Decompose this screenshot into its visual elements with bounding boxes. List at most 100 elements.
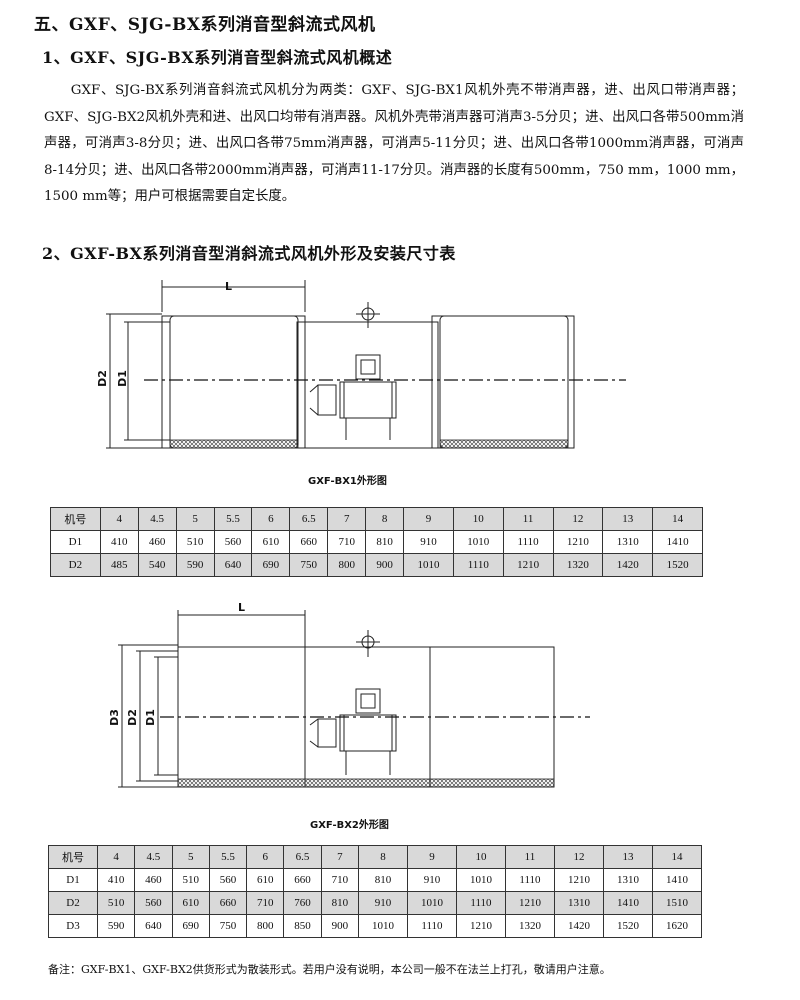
table-cell: 710	[327, 530, 367, 554]
table-cell: 910	[403, 530, 454, 554]
table-cell: 5.5	[213, 507, 253, 531]
row-header-cell: D2	[50, 553, 101, 577]
table-cell: 6	[246, 845, 285, 869]
table-cell: 810	[320, 891, 359, 915]
table-cell: 13	[602, 845, 653, 869]
fig2-d3-label: D3	[107, 709, 121, 726]
table-cell: 1110	[406, 914, 457, 938]
table-cell: 800	[327, 553, 367, 577]
table-cell: 850	[283, 914, 322, 938]
table-cell: 1320	[504, 914, 555, 938]
fig1-length-label: L	[225, 280, 233, 293]
row-header-cell: D1	[48, 868, 98, 892]
table-cell: 510	[171, 868, 210, 892]
footnote: 备注：GXF-BX1、GXF-BX2供货形式为散装形式。若用户没有说明，本公司一…	[48, 963, 611, 976]
table-cell: 1410	[602, 891, 653, 915]
table-cell: 6.5	[289, 507, 329, 531]
table-cell: 7	[320, 845, 359, 869]
table-cell: 460	[137, 530, 177, 554]
table-cell: 810	[365, 530, 405, 554]
table-cell: 510	[96, 891, 136, 915]
table-cell: 1310	[602, 530, 654, 554]
table-cell: 1010	[406, 891, 457, 915]
table-cell: 510	[175, 530, 215, 554]
table-cell: 8	[365, 507, 405, 531]
table-cell: 1210	[502, 553, 554, 577]
overview-paragraph: GXF、SJG-BX系列消音斜流式风机分为两类：GXF、SJG-BX1风机外壳不…	[44, 78, 744, 211]
table-cell: 710	[320, 868, 359, 892]
row-header-cell: D2	[48, 891, 98, 915]
table-cell: 1210	[552, 530, 604, 554]
table-cell: 590	[175, 553, 215, 577]
gxf-bx2-drawing	[118, 610, 590, 788]
heading-overview: 1、GXF、SJG-BX系列消音型斜流式风机概述	[42, 48, 393, 67]
table-cell: 10	[452, 507, 504, 531]
table-cell: 810	[357, 868, 408, 892]
fig2-d2-label: D2	[125, 709, 139, 726]
table-cell: 410	[99, 530, 139, 554]
table-cell: 9	[406, 845, 457, 869]
table-cell: 1310	[602, 868, 653, 892]
table-cell: 610	[246, 868, 285, 892]
table-cell: 1210	[504, 891, 555, 915]
table-cell: 11	[502, 507, 554, 531]
table-cell: 900	[320, 914, 359, 938]
table-cell: 1010	[455, 868, 506, 892]
table-cell: 910	[357, 891, 408, 915]
table-cell: 1410	[652, 530, 703, 554]
table-cell: 6.5	[283, 845, 322, 869]
table-cell: 4.5	[137, 507, 177, 531]
table-cell: 4	[99, 507, 139, 531]
table-cell: 1110	[502, 530, 554, 554]
table-cell: 1620	[651, 914, 703, 938]
table-cell: 5.5	[208, 845, 248, 869]
table-cell: 5	[175, 507, 215, 531]
table-cell: 12	[552, 507, 604, 531]
table-cell: 1320	[552, 553, 604, 577]
table-cell: 610	[251, 530, 291, 554]
table-cell: 4.5	[134, 845, 173, 869]
row-header-cell: 机号	[50, 507, 101, 531]
overview-text: GXF、SJG-BX系列消音斜流式风机分为两类：GXF、SJG-BX1风机外壳不…	[44, 83, 744, 205]
table-cell: 1410	[651, 868, 703, 892]
table-cell: 750	[289, 553, 329, 577]
table-cell: 11	[504, 845, 555, 869]
table-cell: 800	[246, 914, 285, 938]
table-cell: 12	[553, 845, 604, 869]
table-cell: 560	[208, 868, 248, 892]
table-cell: 10	[455, 845, 506, 869]
table-cell: 710	[246, 891, 285, 915]
table-cell: 8	[357, 845, 408, 869]
table-cell: 1010	[403, 553, 454, 577]
table-cell: 750	[208, 914, 248, 938]
table-cell: 1110	[455, 891, 506, 915]
table-cell: 1520	[652, 553, 703, 577]
fig2-d1-label: D1	[143, 709, 157, 726]
table-cell: 7	[327, 507, 367, 531]
table-cell: 910	[406, 868, 457, 892]
table-cell: 660	[289, 530, 329, 554]
table-cell: 690	[171, 914, 210, 938]
table-cell: 1210	[455, 914, 506, 938]
table-cell: 1510	[651, 891, 703, 915]
gxf-bx1-drawing	[106, 280, 626, 449]
fig1-caption: GXF-BX1外形图	[308, 476, 387, 487]
table-cell: 760	[283, 891, 322, 915]
table-cell: 9	[403, 507, 454, 531]
table-cell: 1010	[452, 530, 504, 554]
table-cell: 4	[96, 845, 136, 869]
table-cell: 1520	[602, 914, 653, 938]
table-cell: 1010	[357, 914, 408, 938]
fig1-d2-label: D2	[95, 370, 109, 387]
table-cell: 560	[213, 530, 253, 554]
table-cell: 1210	[553, 868, 604, 892]
table-cell: 540	[137, 553, 177, 577]
